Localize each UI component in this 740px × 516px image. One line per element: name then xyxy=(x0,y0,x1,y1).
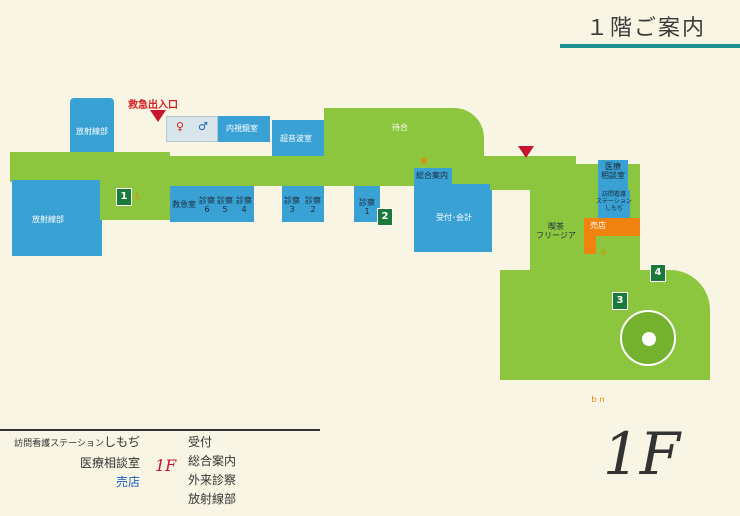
info-area xyxy=(360,152,416,186)
room-radiology-left-label: 放射線部 xyxy=(32,215,64,224)
legend-shop: 売店 xyxy=(115,475,140,489)
north-label: ｂｎ xyxy=(590,395,606,404)
room-reception[interactable] xyxy=(414,184,492,252)
page-title: １階ご案内 xyxy=(585,16,706,41)
lower-right-area xyxy=(500,270,710,380)
room-endoscopy-label: 内視鏡室 xyxy=(226,124,258,133)
legend-left: 訪問看護ステーションしもぢ 医療相談室 売店 xyxy=(10,433,140,492)
room-visiting-station[interactable] xyxy=(598,190,630,220)
room-general-info[interactable] xyxy=(414,168,452,184)
legend-visiting-name: しもぢ xyxy=(103,435,140,449)
room-exam-2[interactable] xyxy=(302,186,324,222)
room-exam-3[interactable] xyxy=(282,186,302,222)
room-medical-consult-label: 医療 相談室 xyxy=(601,162,625,181)
room-emergency[interactable] xyxy=(170,186,198,222)
room-exam-3-label: 診察 3 xyxy=(284,196,300,215)
floor-map: 放射線部 放射線部 ♀ ♂ 内視鏡室 超音波室 待合 救急室 診察 6 診察 5… xyxy=(0,60,740,420)
main-entrance-marker xyxy=(518,146,534,158)
legend-reception: 受付 xyxy=(188,435,213,449)
header-rule xyxy=(560,44,740,48)
room-exam-4-label: 診察 4 xyxy=(236,196,252,215)
restroom-area xyxy=(166,116,218,142)
legend-general-info: 総合案内 xyxy=(188,454,237,468)
legend-visiting-station: 訪問看護ステーション xyxy=(14,439,104,449)
room-cafe-label: 喫茶 フリージア xyxy=(536,222,576,241)
legend-outpatient: 外来診察 xyxy=(188,473,237,487)
room-radiology-top[interactable] xyxy=(70,98,114,156)
restroom-female-icon: ♀ xyxy=(176,120,185,133)
room-ultrasound-label: 超音波室 xyxy=(280,134,312,143)
legend-rule xyxy=(0,429,320,431)
room-exam-6[interactable] xyxy=(198,186,216,222)
room-exam-5-label: 診察 5 xyxy=(217,196,233,215)
elevator-4: 4 xyxy=(650,264,666,282)
corridor-left-lower xyxy=(100,180,170,220)
room-exam-4[interactable] xyxy=(234,186,254,222)
elevator-2: 2 xyxy=(377,208,393,226)
room-waiting-label: 待合 xyxy=(392,123,408,132)
legend-floor-mark: 1F xyxy=(155,456,177,475)
room-exam-1-label: 診察 1 xyxy=(359,198,375,217)
room-shop[interactable] xyxy=(584,218,640,236)
room-endoscopy[interactable] xyxy=(218,116,270,142)
elevator-3: 3 xyxy=(612,292,628,310)
room-emergency-label: 救急室 xyxy=(172,200,196,209)
room-shop-label: 売店 xyxy=(590,221,606,230)
room-general-info-label: 総合案内 xyxy=(416,171,448,180)
room-exam-6-label: 診察 6 xyxy=(199,196,215,215)
wheelchair-icon: ♿ xyxy=(134,192,143,202)
room-radiology-top-label: 放射線部 xyxy=(76,127,108,136)
floor-indicator: 1F xyxy=(602,420,680,488)
legend-radiology: 放射線部 xyxy=(188,492,237,506)
room-visiting-station-label: 訪問看護 ステーション しもぢ xyxy=(596,191,632,212)
shop-extension xyxy=(584,236,596,254)
info-desk-icon: ◉ xyxy=(420,156,428,166)
restroom-male-icon: ♂ xyxy=(198,120,208,133)
room-exam-5[interactable] xyxy=(216,186,234,222)
room-reception-label: 受付･会計 xyxy=(436,213,472,222)
room-radiology-left[interactable] xyxy=(12,180,102,256)
wheelchair-icon: ♿ xyxy=(600,248,609,258)
room-exam-1[interactable] xyxy=(354,186,380,222)
legend-right: 受付 総合案内 外来診察 放射線部 xyxy=(188,433,236,509)
room-exam-2-label: 診察 2 xyxy=(305,196,321,215)
emergency-entrance-marker xyxy=(150,110,166,122)
legend-medical-consult: 医療相談室 xyxy=(79,456,140,470)
room-medical-consult[interactable] xyxy=(598,160,628,190)
emergency-entrance-label: 救急出入口 xyxy=(128,100,178,111)
elevator-1: 1 xyxy=(116,188,132,206)
room-ultrasound[interactable] xyxy=(272,120,324,156)
rotunda-center xyxy=(642,332,656,346)
